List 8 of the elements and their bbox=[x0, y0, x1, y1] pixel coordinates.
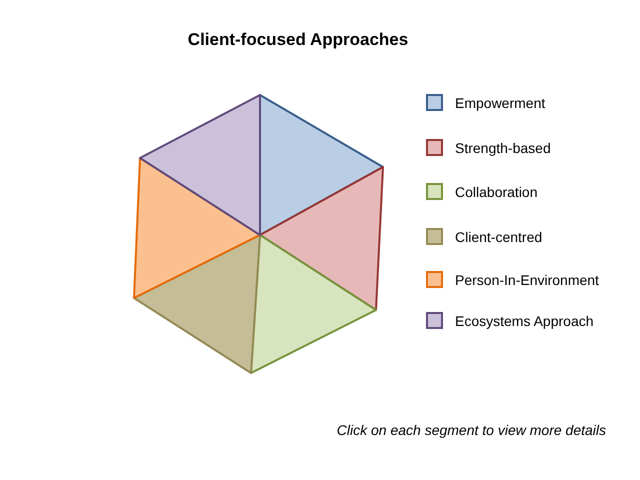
chart-title: Client-focused Approaches bbox=[186, 30, 410, 50]
legend-label: Collaboration bbox=[455, 184, 538, 200]
legend-label: Person-In-Environment bbox=[455, 272, 599, 288]
legend-label: Empowerment bbox=[455, 94, 546, 110]
legend-label: Ecosystems Approach bbox=[455, 312, 594, 328]
legend-label: Client-centred bbox=[455, 228, 542, 244]
legend-label: Strength-based bbox=[455, 140, 551, 156]
instruction-note: Click on each segment to view more details bbox=[336, 422, 606, 438]
